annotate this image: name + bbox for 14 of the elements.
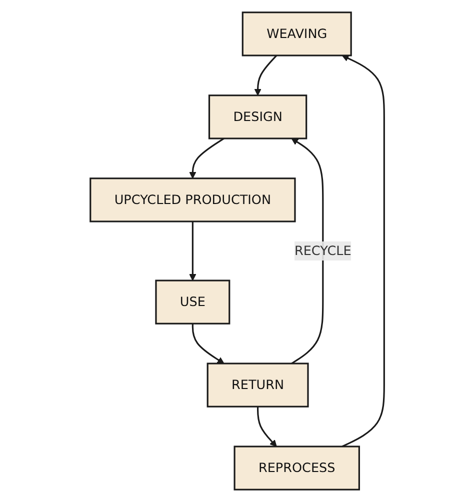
arrow [254,54,277,96]
node-box: USE [154,280,230,324]
node-box: RETURN [206,362,308,408]
arrow [290,138,324,364]
edge-label: RECYCLE [294,243,352,258]
arrow [188,221,196,281]
node-box: WEAVING [242,12,352,56]
node-box: UPCYCLED PRODUCTION [89,178,296,222]
arrow [192,324,224,364]
arrow [188,138,224,179]
node-box: DESIGN [208,94,307,140]
arrow [342,55,385,448]
arrow [256,406,277,447]
node-box: REPROCESS [233,446,360,490]
